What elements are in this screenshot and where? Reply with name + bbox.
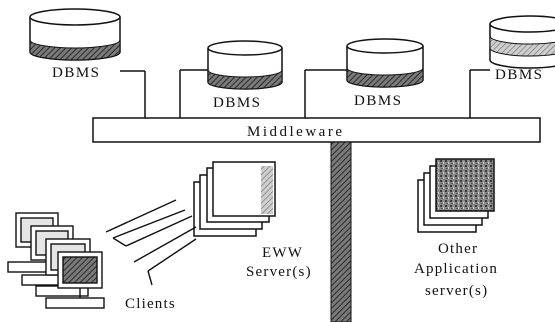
other-label-line2: Application <box>414 261 498 277</box>
client-computers-icon <box>7 212 105 309</box>
network-trunk <box>330 141 352 322</box>
dbms-label-3: DBMS <box>354 93 403 109</box>
dbms-label-4: DBMS <box>495 67 544 83</box>
eww-label-line2: Server(s) <box>246 264 312 280</box>
database-icon <box>29 8 121 61</box>
database-icon <box>489 15 555 69</box>
database-icon <box>207 40 283 90</box>
eww-label-line1: EWW <box>262 245 303 261</box>
dbms-label-1: DBMS <box>52 65 101 81</box>
clients-label: Clients <box>125 296 176 312</box>
database-icon <box>346 38 424 88</box>
eww-server-icon <box>193 161 276 237</box>
application-server-icon <box>417 158 495 233</box>
middleware-bar <box>92 117 541 143</box>
other-label-line3: server(s) <box>425 283 488 299</box>
db-connectors <box>144 70 471 118</box>
middleware-label: Middleware <box>247 124 344 140</box>
dbms-label-2: DBMS <box>213 95 262 111</box>
client-connections <box>105 199 197 286</box>
other-label-line1: Other <box>438 241 478 257</box>
